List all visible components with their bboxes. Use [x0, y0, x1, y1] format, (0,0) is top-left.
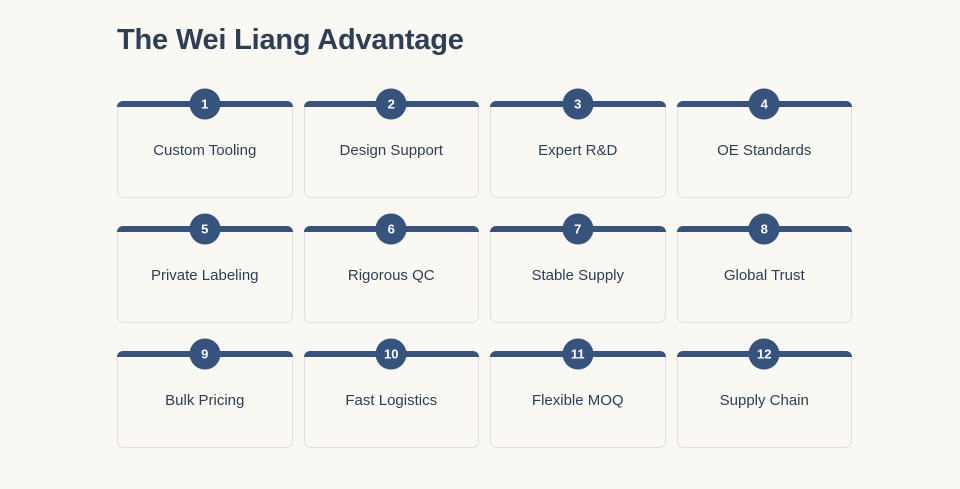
card-label: Fast Logistics: [345, 392, 438, 409]
card-number-badge: 2: [375, 88, 407, 120]
card-label: Private Labeling: [150, 267, 259, 284]
card-label: Expert R&D: [538, 142, 618, 159]
card-label: Supply Chain: [719, 392, 809, 409]
card-number-badge: 9: [189, 338, 221, 370]
page-title: The Wei Liang Advantage: [117, 24, 464, 56]
card-number-badge: 3: [562, 88, 594, 120]
card-label: Stable Supply: [531, 267, 625, 284]
card-number-badge: 12: [748, 338, 780, 370]
card-label: Flexible MOQ: [531, 392, 624, 409]
card-label: OE Standards: [717, 142, 812, 159]
card-number-badge: 5: [189, 213, 221, 245]
card-label: Global Trust: [723, 267, 805, 284]
card-number-badge: 1: [189, 88, 221, 120]
card-number-badge: 11: [562, 338, 594, 370]
card-label: Custom Tooling: [153, 142, 257, 159]
card-number-badge: 8: [748, 213, 780, 245]
card-number-badge: 10: [375, 338, 407, 370]
card-number-badge: 4: [748, 88, 780, 120]
card-label: Design Support: [339, 142, 443, 159]
card-label: Rigorous QC: [347, 267, 435, 284]
card-number-badge: 6: [375, 213, 407, 245]
card-label: Bulk Pricing: [165, 392, 245, 409]
card-number-badge: 7: [562, 213, 594, 245]
advantage-card[interactable]: 4 OE Standards: [676, 88, 852, 198]
